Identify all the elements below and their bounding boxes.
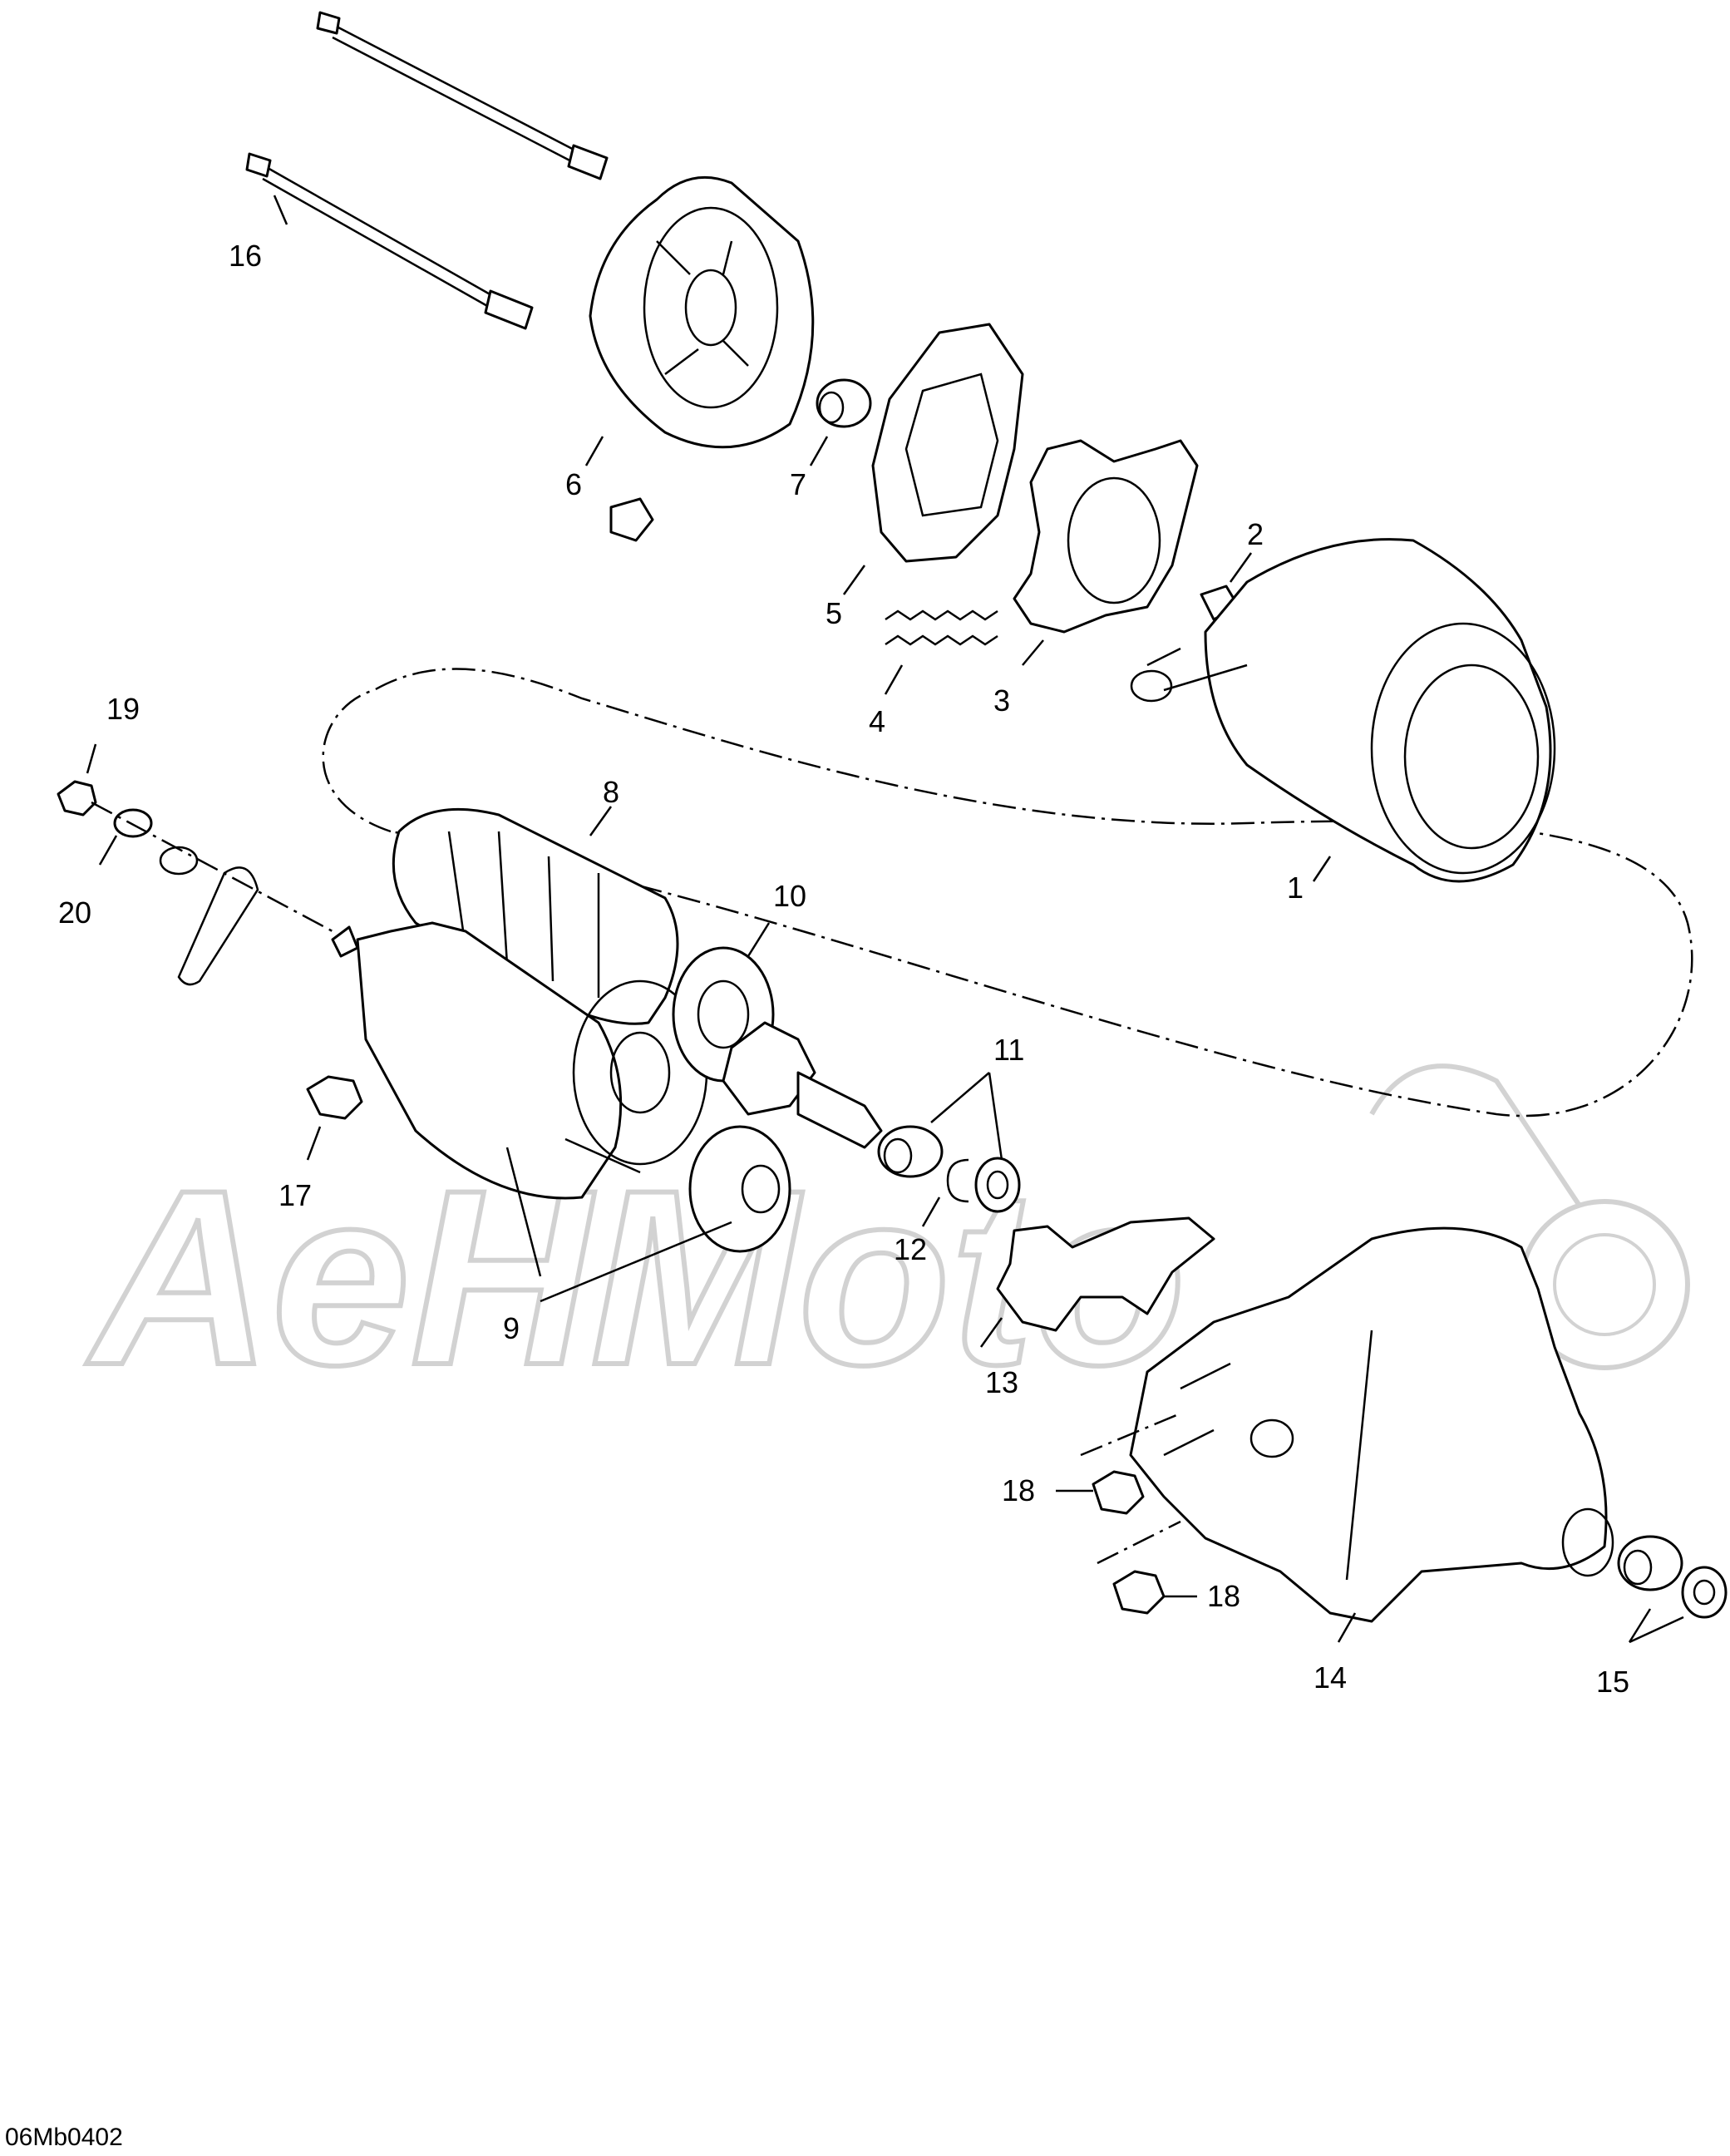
callout-6: 6 xyxy=(565,467,582,501)
callout-14: 14 xyxy=(1314,1660,1347,1695)
callout-11: 11 xyxy=(993,1033,1024,1067)
callout-18-a: 18 xyxy=(1002,1473,1035,1507)
callout-1: 1 xyxy=(1287,871,1304,905)
part-15-bushing-washer xyxy=(1617,1535,1728,1619)
callout-12: 12 xyxy=(894,1232,927,1266)
callout-15: 15 xyxy=(1596,1665,1629,1699)
callout-10: 10 xyxy=(773,879,806,913)
callout-9: 9 xyxy=(503,1311,520,1345)
callout-19: 19 xyxy=(106,692,140,726)
callout-2: 2 xyxy=(1247,517,1264,551)
part-1-yoke xyxy=(1130,538,1556,883)
callout-5: 5 xyxy=(826,596,842,630)
part-16-through-bolts xyxy=(245,11,609,330)
callout-8: 8 xyxy=(603,775,619,809)
parts-19-20-nut-washers xyxy=(57,780,333,986)
part-10-pinion xyxy=(672,946,883,1149)
part-8-armature xyxy=(392,807,679,1025)
part-11-bushing-washer xyxy=(877,1125,1021,1213)
part-3-brush-holder xyxy=(1013,439,1199,634)
assembly-path-loop xyxy=(322,668,1693,1117)
part-18-nut-b xyxy=(1112,1570,1166,1615)
part-9-solenoid xyxy=(331,921,791,1253)
part-4-spring xyxy=(885,609,998,646)
callout-17: 17 xyxy=(278,1178,312,1212)
callout-labels: 1 2 3 4 5 6 7 8 9 10 11 12 13 14 15 16 1… xyxy=(58,239,1629,1699)
callout-16: 16 xyxy=(229,239,262,273)
part-18-nut-a xyxy=(1092,1470,1145,1515)
callout-7: 7 xyxy=(790,467,806,501)
callout-18-b: 18 xyxy=(1207,1579,1240,1613)
part-5-plate xyxy=(871,323,1024,563)
callout-20: 20 xyxy=(58,895,91,930)
part-13-lever xyxy=(996,1216,1215,1332)
small-fitting xyxy=(609,497,654,542)
callout-3: 3 xyxy=(993,683,1010,718)
part-17-nut xyxy=(306,1075,363,1120)
callout-13: 13 xyxy=(985,1365,1018,1399)
part-12-snap-ring xyxy=(946,1158,969,1203)
part-6-end-cover xyxy=(589,175,815,449)
figure-code: 06Mb0402 xyxy=(5,2124,123,2151)
leader-lines xyxy=(86,195,1684,1644)
part-14-drive-housing xyxy=(1129,1226,1614,1623)
part-7-bushing xyxy=(816,378,872,428)
callout-4: 4 xyxy=(869,704,885,738)
